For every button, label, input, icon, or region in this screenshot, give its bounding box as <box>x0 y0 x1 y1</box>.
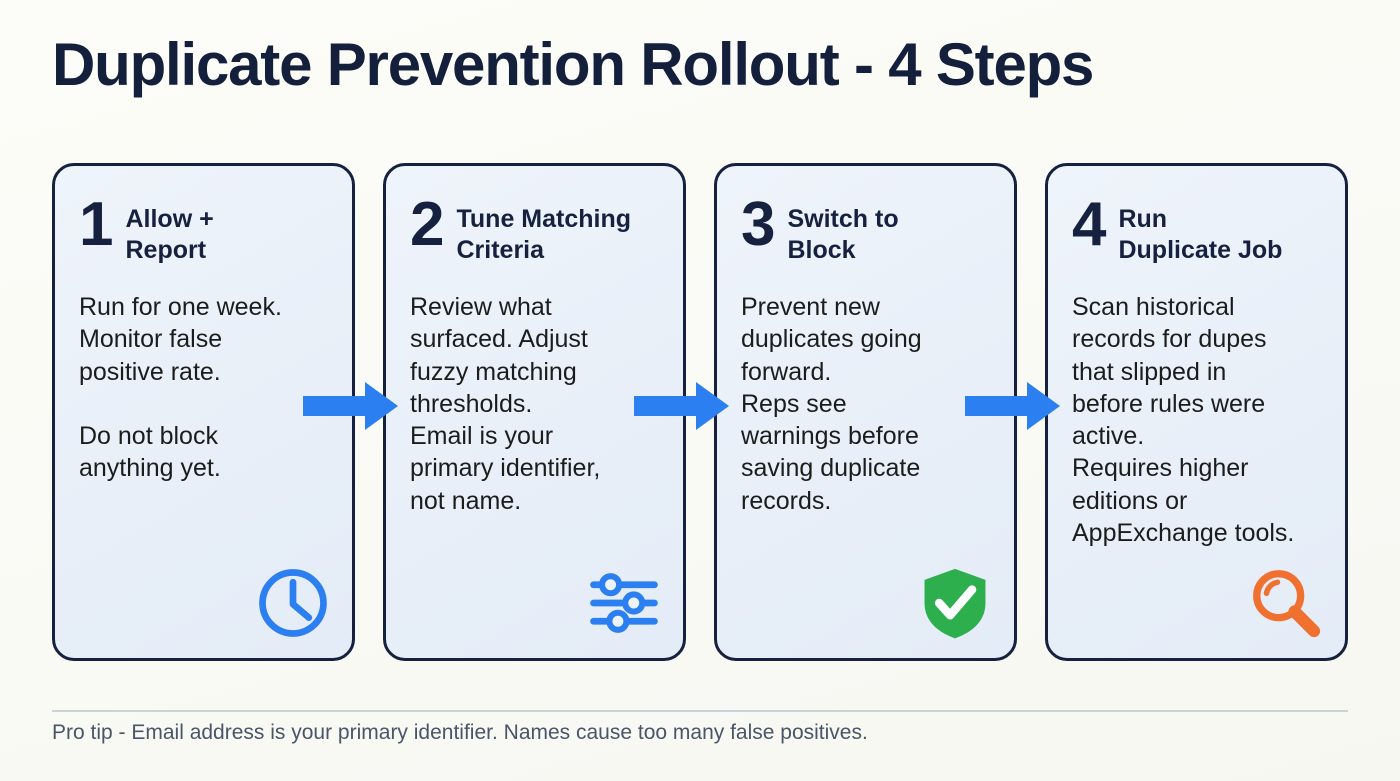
shield-check-icon <box>924 568 986 639</box>
step-card-2-header: 2 Tune Matching Criteria <box>410 190 659 265</box>
step-number-2: 2 <box>410 190 445 259</box>
step-number-1: 1 <box>79 190 114 259</box>
arrow-step-2-to-3 <box>634 382 729 430</box>
step-number-3: 3 <box>741 190 776 259</box>
step-card-4: 4 Run Duplicate Job Scan historical reco… <box>1045 163 1348 661</box>
step-card-3-header: 3 Switch to Block <box>741 190 990 265</box>
step-card-1-header: 1 Allow + Report <box>79 190 328 265</box>
step-title-2: Tune Matching Criteria <box>456 205 632 264</box>
arrow-step-3-to-4 <box>965 382 1060 430</box>
step-card-3: 3 Switch to Block Prevent new duplicates… <box>714 163 1017 661</box>
step-title-3: Switch to Block <box>787 205 899 264</box>
step-title-1: Allow + Report <box>125 205 214 264</box>
clock-icon <box>259 569 327 637</box>
footer-note: Pro tip - Email address is your primary … <box>52 721 868 744</box>
arrow-step-1-to-2 <box>303 382 398 430</box>
step-number-4: 4 <box>1072 190 1107 259</box>
step-title-4: Run Duplicate Job <box>1118 205 1283 264</box>
step-body-4: Scan historical records for dupes that s… <box>1072 293 1295 547</box>
footer-divider <box>52 710 1348 712</box>
step-body-2: Review what surfaced. Adjust fuzzy match… <box>410 293 601 515</box>
step-body-3: Prevent new duplicates going forward. Re… <box>741 293 922 515</box>
magnifier-icon <box>1253 570 1321 638</box>
step-card-2: 2 Tune Matching Criteria Review what sur… <box>383 163 686 661</box>
page-title: Duplicate Prevention Rollout - 4 Steps <box>52 31 1094 98</box>
steps-container: 1 Allow + Report Run for one week. Monit… <box>52 163 1348 661</box>
sliders-icon <box>590 573 658 633</box>
step-body-1: Run for one week. Monitor false positive… <box>79 293 282 483</box>
step-card-4-header: 4 Run Duplicate Job <box>1072 190 1321 265</box>
